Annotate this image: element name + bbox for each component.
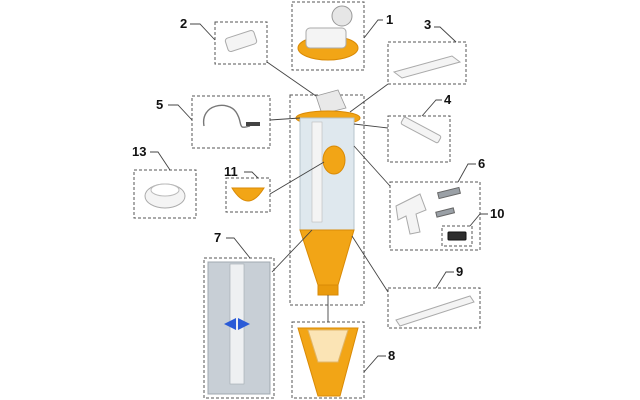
part-13: 13	[132, 144, 197, 219]
part-8-cone-inner	[307, 329, 349, 363]
callout-11: 11	[224, 164, 238, 179]
top-inlet-block	[315, 89, 347, 115]
part-10-clip	[447, 231, 467, 241]
part-1: 1	[291, 1, 393, 71]
part-7: 7	[203, 229, 313, 399]
link-7-center	[271, 229, 313, 273]
part-4: 3	[349, 17, 467, 113]
cone-outlet	[317, 284, 339, 296]
leader-9	[435, 271, 454, 289]
part-2: 2	[180, 16, 317, 97]
part-9: 9	[351, 235, 481, 329]
part-7-blue-arrow-right	[238, 318, 250, 330]
callout-8: 8	[388, 348, 395, 363]
central-assembly	[289, 89, 365, 306]
part-9-box	[387, 287, 481, 329]
link-3-center	[353, 123, 389, 129]
leader-2	[190, 23, 216, 41]
link-4-center	[349, 83, 389, 113]
part-5-box	[389, 181, 481, 251]
part-6-cable	[203, 104, 251, 128]
lower-cone	[299, 229, 355, 286]
leader-4	[434, 26, 457, 43]
callout-5: 6	[478, 156, 485, 171]
part-9-wiper	[395, 295, 475, 327]
leader-3	[421, 99, 442, 117]
clear-tube	[299, 117, 355, 231]
part-4-plate	[392, 55, 462, 79]
callout-2: 2	[180, 16, 187, 31]
part-5-screw	[436, 186, 462, 200]
leader-10	[469, 213, 488, 227]
leader-8	[363, 355, 386, 373]
part-8: 8	[291, 295, 395, 399]
callout-9: 9	[456, 264, 463, 279]
callout-3: 4	[444, 92, 452, 107]
part-10: 10	[441, 206, 504, 247]
part-11-box	[225, 177, 271, 213]
part-11: 11	[224, 161, 325, 213]
callout-7: 7	[214, 230, 221, 245]
link-9-center	[351, 235, 389, 293]
part-1-body	[305, 27, 347, 49]
leader-1	[363, 19, 383, 39]
part-6-clip	[246, 122, 260, 126]
leader-5	[457, 163, 476, 183]
part-10-box	[441, 225, 473, 247]
callout-4: 3	[424, 17, 431, 32]
part-7-blue-arrow-left	[224, 318, 236, 330]
part-5-bracket	[395, 193, 427, 235]
callout-13: 13	[132, 144, 146, 159]
leader-7	[226, 237, 251, 259]
part-6: 5	[156, 95, 301, 149]
callout-10: 10	[490, 206, 504, 221]
part-3-strip	[400, 116, 442, 144]
part-3-box	[387, 115, 451, 163]
part-11-cap	[231, 187, 265, 202]
part-2-box	[214, 21, 268, 65]
part-13-box	[133, 169, 197, 219]
link-11-center	[269, 161, 325, 195]
part-5-bolt	[435, 207, 456, 218]
leader-13	[150, 151, 171, 171]
part-13-ring-top	[150, 183, 180, 197]
leader-11	[244, 171, 259, 179]
part-1-box	[291, 1, 365, 71]
link-5-center	[353, 145, 391, 187]
leader-6	[168, 104, 193, 121]
part-3: 4	[353, 92, 452, 163]
link-6-center	[269, 117, 301, 121]
part-2-cylinder	[224, 29, 258, 53]
link-2-center	[266, 61, 317, 97]
callout-1: 1	[386, 12, 393, 27]
part-5: 6	[353, 145, 485, 251]
part-1-inlet	[331, 5, 353, 27]
tube-side-cap	[322, 145, 346, 175]
part-7-box	[203, 257, 275, 399]
inner-spine	[311, 121, 323, 223]
callout-6: 5	[156, 97, 163, 112]
